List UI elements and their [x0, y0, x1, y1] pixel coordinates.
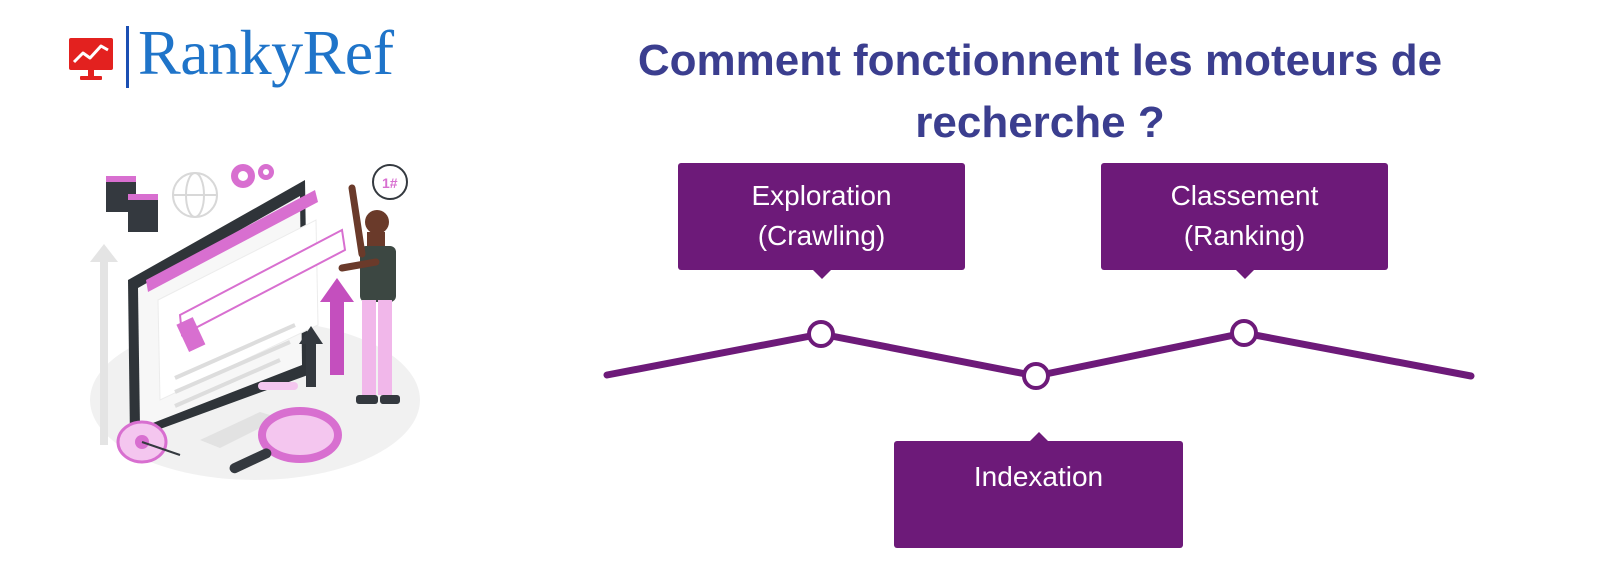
step-indexation-title: Indexation [973, 461, 1104, 492]
seo-illustration: 1# [90, 164, 420, 480]
step-classement-title: Classement [1170, 180, 1319, 211]
step-exploration-title: Exploration [751, 180, 892, 211]
timeline-line [603, 329, 1475, 380]
timeline-node-classement [1230, 319, 1258, 347]
step-classement-callout: Classement (Ranking) [1101, 163, 1388, 279]
timeline-node-exploration [807, 320, 835, 348]
page-title: Comment fonctionnent les moteurs de rech… [637, 36, 1443, 147]
brand-logo[interactable]: RankyRef [68, 17, 438, 97]
logo-divider [126, 26, 129, 88]
monitor-chart-icon [69, 38, 113, 80]
step-indexation-callout: Indexation [894, 432, 1183, 548]
step-exploration-subtitle: (Crawling) [757, 220, 886, 251]
step-classement-subtitle: (Ranking) [1183, 220, 1306, 251]
svg-text:1#: 1# [382, 175, 398, 191]
timeline-node-indexation [1022, 362, 1050, 390]
logo-text: RankyRef [138, 17, 394, 88]
step-exploration-callout: Exploration (Crawling) [678, 163, 965, 279]
